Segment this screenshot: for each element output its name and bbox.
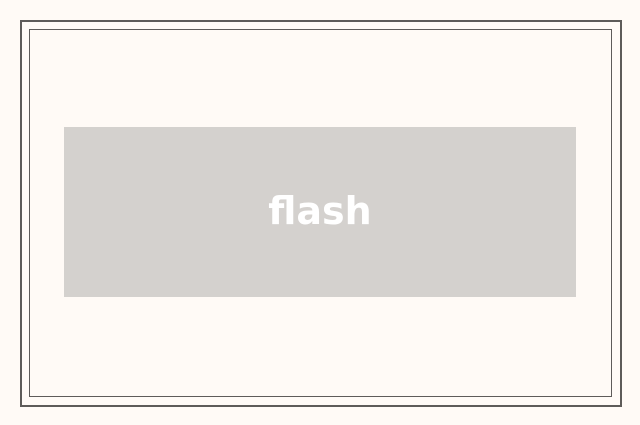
inner-frame-border [29, 29, 612, 397]
outer-frame-border [20, 20, 622, 407]
flash-placeholder[interactable]: flash [64, 127, 576, 297]
flash-placeholder-label: flash [268, 189, 372, 233]
